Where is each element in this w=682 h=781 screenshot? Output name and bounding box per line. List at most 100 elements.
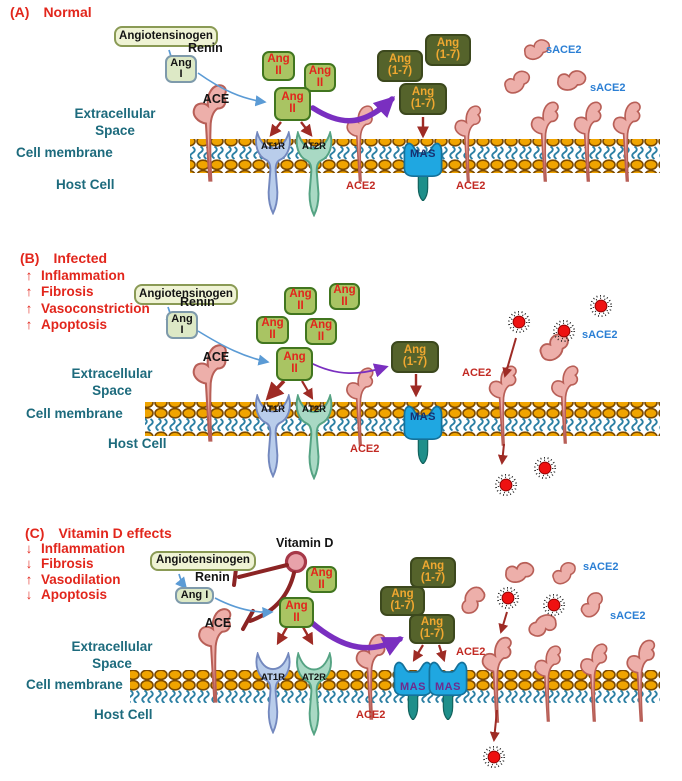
space-line-a: Space — [95, 123, 135, 138]
ang-i-box-b: Ang I — [166, 311, 198, 339]
down-arrow-icon: ↓ — [25, 587, 33, 603]
ace2-label-a1: ACE2 — [346, 180, 376, 192]
virus-entry-arrow-b — [497, 443, 508, 465]
ang-ii-l1: Ang — [289, 288, 312, 301]
virus-c1 — [496, 586, 520, 610]
ang17-l2: (1-7) — [402, 356, 428, 368]
cell-membrane-label-b: Cell membrane — [26, 406, 123, 421]
ang-i-line1-a: Ang — [170, 56, 192, 69]
ang-i-box-a: Ang I — [165, 55, 197, 83]
sace2-shape-a3 — [555, 66, 588, 95]
at2r-label-b: AT2R — [301, 404, 327, 415]
angii-to-at2r-arrow-b — [301, 380, 314, 400]
ang-ii-l2: II — [275, 65, 282, 77]
virus-b3 — [589, 294, 613, 318]
ang-i-line2-a: I — [179, 68, 183, 80]
cell-membrane-label-a: Cell membrane — [16, 145, 113, 160]
panel-a-name: Normal — [43, 4, 92, 20]
vitamin-d-label: Vitamin D — [276, 536, 334, 550]
cell-membrane-b — [145, 402, 660, 436]
at2r-label-c: AT2R — [301, 672, 327, 683]
renin-label-a: Renin — [188, 41, 223, 55]
effect-row: ↓Fibrosis — [24, 556, 125, 571]
panel-b-label: (B) — [20, 250, 40, 266]
ang17-to-mas2-arrow-c — [435, 644, 447, 663]
mas-label-c2: MAS — [435, 681, 461, 693]
at1r-label-b: AT1R — [260, 404, 286, 415]
vitd-inhibits-ace — [241, 571, 296, 631]
ang17-l2: (1-7) — [410, 98, 436, 110]
host-cell-label-a: Host Cell — [56, 177, 115, 192]
ang17-l2: (1-7) — [419, 628, 445, 640]
host-cell-label-b: Host Cell — [108, 436, 167, 451]
ace-label-c: ACE — [204, 616, 232, 630]
ang-ii-l2: II — [316, 76, 324, 89]
renin-label-b: Renin — [180, 295, 215, 309]
ang17-l1: Ang — [403, 344, 427, 357]
effect-name: Apoptosis — [41, 587, 107, 603]
virus-binding-arrow-c — [498, 611, 509, 634]
ang-ii-l1: Ang — [261, 317, 284, 330]
ace-label-a: ACE — [202, 92, 230, 106]
angiotensinogen-box-c: Angiotensinogen — [150, 551, 256, 571]
at1r-label-a: AT1R — [260, 141, 286, 152]
virus-c-intracellular — [482, 745, 506, 769]
vitd-inhibits-renin — [232, 563, 289, 587]
ang-ii-l2: II — [293, 611, 300, 624]
effect-name: Inflammation — [41, 541, 126, 556]
sace2-shape-c5 — [575, 589, 609, 621]
ang-ii-l1: Ang — [308, 64, 332, 77]
virus-b-intracellular-1 — [494, 473, 518, 497]
sace2-shape-c1 — [503, 558, 536, 586]
ang17-l1: Ang — [388, 53, 412, 66]
sace2-shape-c2 — [549, 560, 579, 587]
ace-conversion-arrow-a — [197, 72, 267, 107]
ace-conversion-arrow-c — [214, 597, 274, 619]
angiotensinogen-box-b: Angiotensinogen — [134, 284, 238, 305]
ang17-l2: (1-7) — [420, 571, 446, 584]
sace2-shape-c3 — [455, 583, 491, 617]
angiotensinogen-box-a: Angiotensinogen — [114, 26, 218, 47]
panel-a-label: (A) — [10, 4, 30, 20]
ang17-l2: (1-7) — [390, 600, 415, 612]
ang17-l1: Ang — [421, 559, 445, 572]
sace2-label-b: sACE2 — [582, 329, 618, 341]
extracellular-line-b: Extracellular — [71, 366, 153, 381]
ace2-label-b2: ACE2 — [462, 367, 492, 379]
ang-ii-l1: Ang — [283, 351, 306, 364]
ang-ii-l2: II — [297, 300, 304, 312]
angii-to-at1r-arrow-a — [269, 121, 282, 137]
angiotensinogen-label-a: Angiotensinogen — [119, 29, 213, 42]
ang-ii-l2: II — [318, 578, 325, 591]
ang17-l1: Ang — [391, 588, 414, 601]
ang17-box-b-main: Ang(1-7) — [391, 341, 439, 373]
ang-i-label-c: Ang I — [180, 588, 209, 601]
extracellular-line-a: Extracellular — [74, 106, 156, 121]
ang-ii-l2: II — [341, 295, 348, 308]
ang17-box-c-main: Ang(1-7) — [409, 614, 455, 644]
renin-arrow-c — [174, 573, 188, 590]
panel-b-name: Infected — [53, 250, 108, 266]
ace-conversion-arrow-b — [197, 330, 270, 366]
ace2-cleavage-arrow-b — [308, 361, 389, 378]
ang17-box-a-float2: Ang(1-7) — [425, 34, 471, 66]
virus-b1 — [507, 310, 531, 334]
effect-name: Fibrosis — [41, 284, 94, 300]
renin-label-c: Renin — [195, 570, 230, 584]
cell-membrane-label-c: Cell membrane — [26, 677, 123, 692]
extracellular-space-label-a: Extracellular Space — [63, 105, 167, 139]
ang-ii-l2: II — [269, 329, 276, 341]
up-arrow-icon: ↑ — [25, 571, 33, 587]
ang-ii-l1: Ang — [267, 53, 290, 66]
space-line-c: Space — [92, 656, 132, 671]
ang17-box-c-float1: Ang(1-7) — [410, 557, 456, 588]
panel-c-title: (C) Vitamin D effects — [25, 525, 172, 541]
up-arrow-icon: ↑ — [25, 268, 33, 283]
effect-row: ↑Vasodilation — [24, 572, 125, 587]
